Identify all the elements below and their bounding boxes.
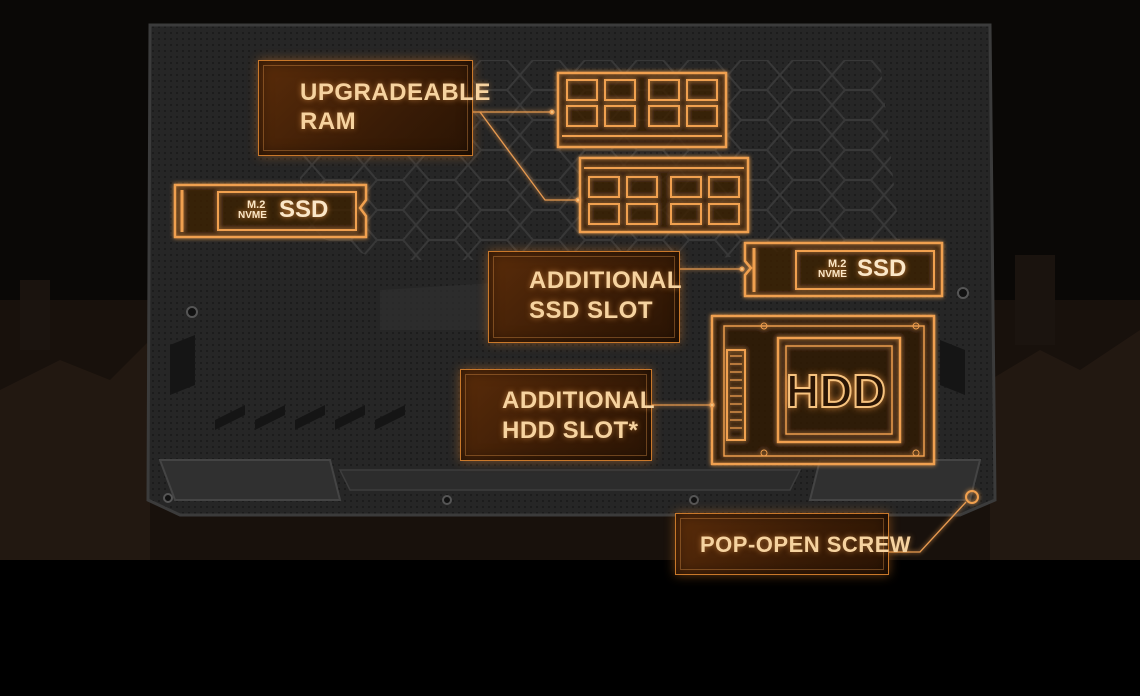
ssd-primary-module <box>173 183 368 239</box>
ssd-primary-name: SSD <box>279 196 329 223</box>
components-overlay <box>173 71 979 504</box>
additional-ssd-slot-callout <box>488 251 680 343</box>
ssd-additional-module <box>743 241 944 298</box>
hdd-module <box>710 314 936 466</box>
upgradeable-ram-callout <box>258 60 473 156</box>
ssd-primary-form: M.2 <box>247 199 266 211</box>
ram-module-bottom <box>578 156 750 234</box>
upgradeable-ram-label-line2: RAM <box>300 108 357 135</box>
additional-ssd-slot-label-line1: ADDITIONAL <box>529 267 682 294</box>
additional-ssd-slot-label-line2: SSD SLOT <box>529 297 654 324</box>
upgradeable-ram-label-line1: UPGRADEABLE <box>300 79 491 106</box>
ssd-additional-interface: NVME <box>818 269 847 280</box>
additional-hdd-slot-label-line2: HDD SLOT* <box>502 417 639 444</box>
pop-open-screw-label: POP-OPEN SCREW <box>700 532 912 557</box>
additional-hdd-slot-callout <box>460 369 652 461</box>
hdd-name: HDD <box>785 364 887 418</box>
ram-module-top <box>556 71 728 149</box>
ssd-primary-interface: NVME <box>238 210 267 221</box>
pop-open-screw-callout <box>675 513 889 575</box>
pop-open-screw-marker <box>965 490 979 504</box>
connector-lines <box>472 109 967 553</box>
ssd-additional-form: M.2 <box>828 258 847 270</box>
additional-hdd-slot-label-line1: ADDITIONAL <box>502 387 655 414</box>
ssd-additional-name: SSD <box>857 255 907 282</box>
